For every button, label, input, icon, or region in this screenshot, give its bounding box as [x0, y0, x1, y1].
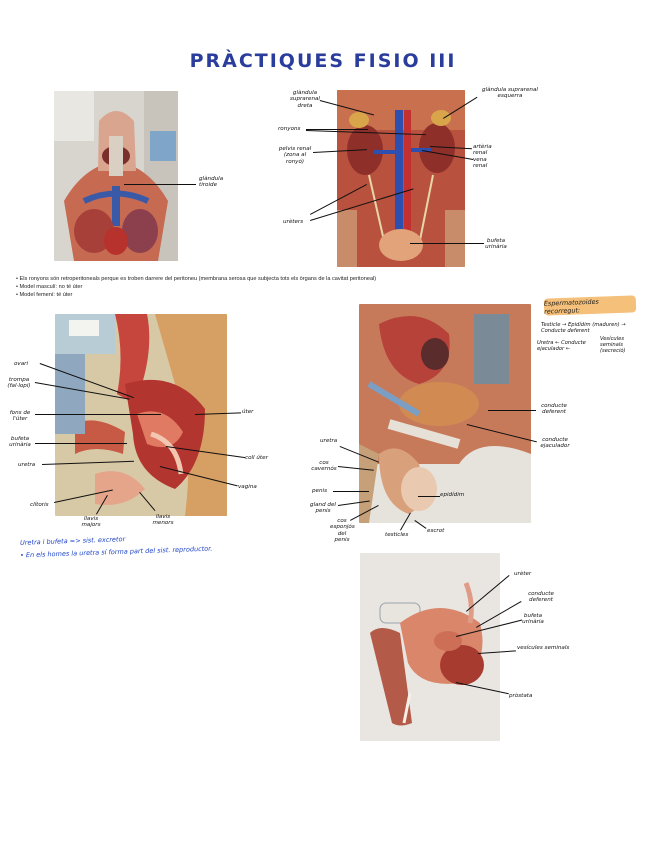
- renal-artery-label: artèria renal: [473, 144, 492, 157]
- sperm-path-flow-line1: Testicle → Epidídim (maduren) → Conducte…: [541, 322, 626, 334]
- fallopian-tube-label: trompa (fal·lopi): [7, 377, 31, 390]
- penis-label: penis: [312, 488, 328, 494]
- kidneys-label: ronyons: [278, 126, 301, 132]
- vagina-label: vagina: [238, 484, 257, 490]
- bladder-female-leader: [35, 443, 127, 444]
- kidneys-model-photo: [337, 90, 465, 267]
- page-title: PRÀCTIQUES FISIO III: [189, 50, 457, 72]
- labia-minora-label: llavis menors: [152, 514, 174, 527]
- penis-leader: [333, 491, 369, 492]
- thyroid-label: glàndula tiroide: [199, 176, 224, 189]
- bladder-label: bufeta urinària: [485, 238, 507, 251]
- reproductive-note: • En els homes la uretra sí forma part d…: [19, 544, 213, 560]
- testicles-label: testicles: [385, 532, 409, 538]
- scrotum-label: escrot: [427, 528, 445, 534]
- cervix-label: coll úter: [245, 455, 268, 461]
- bladder-female-label: bufeta urinària: [9, 436, 31, 449]
- notes-list: Els ronyons són retroperitoneals perque …: [16, 276, 636, 300]
- uterus-fundus-label: fons de l'úter: [9, 410, 31, 423]
- ureter-label: urèter: [514, 571, 532, 577]
- bladder-leader: [410, 243, 484, 244]
- vas-deferens-label: conducte deferent: [541, 403, 567, 416]
- note-item: Model femení: té úter: [16, 292, 636, 298]
- excretory-note: Uretra i bufeta => sist. excretor: [19, 535, 126, 547]
- sperm-path-flow-line2b: Vesícules seminals (secreció): [600, 336, 626, 354]
- thyroid-model-photo: [54, 91, 178, 261]
- clitoris-label: clítoris: [30, 502, 49, 508]
- labia-majora-label: llavis majors: [81, 516, 101, 529]
- vas-deferens-leader: [488, 410, 536, 411]
- sperm-path-callout: Espermatozoides recorregut:: [543, 295, 637, 316]
- corpus-cavernosum-label: cos cavernós: [311, 460, 337, 473]
- note-item: Model masculí: no té úter: [16, 284, 636, 290]
- sperm-path-flow-line2a: Uretra ← Conducte ejaculador ←: [537, 340, 586, 352]
- ovary-label: ovari: [14, 361, 29, 367]
- uterus-label: úter: [242, 409, 254, 415]
- vas-deferens-prostate-label: conducte deferent: [528, 591, 554, 604]
- ejaculatory-duct-label: conducte ejaculador: [540, 437, 570, 450]
- corpus-spongiosum-label: cos esponjós del penis: [330, 518, 355, 544]
- epididymis-label: epidídim: [440, 492, 465, 498]
- female-pelvis-model-photo: [55, 314, 227, 516]
- glans-label: gland del penis: [310, 502, 336, 515]
- male-pelvis-model-photo: [359, 304, 531, 523]
- prostate-model-photo: [360, 553, 500, 741]
- seminal-vesicles-label: vesícules seminals: [517, 645, 570, 651]
- renal-pelvis-label: pelvis renal (zona al ronyó): [278, 146, 312, 165]
- urethra-male-label: uretra: [320, 438, 338, 444]
- kidneys-leader-1: [306, 129, 368, 130]
- adrenal-right-label: glàndula suprarenal dreta: [289, 90, 320, 109]
- note-item: Els ronyons són retroperitoneals perque …: [16, 276, 636, 282]
- renal-vein-label: vena renal: [473, 157, 488, 170]
- thyroid-leader-line: [124, 184, 196, 185]
- adrenal-left-label: glàndula suprarenal esquerra: [482, 87, 538, 100]
- bladder-prostate-label: bufeta urinària: [522, 613, 544, 626]
- epididymis-leader: [418, 496, 440, 497]
- ureters-label: urèters: [283, 219, 304, 225]
- prostate-label: pròstata: [509, 693, 533, 699]
- urethra-female-label: uretra: [18, 462, 36, 468]
- uterus-fundus-leader: [35, 414, 161, 415]
